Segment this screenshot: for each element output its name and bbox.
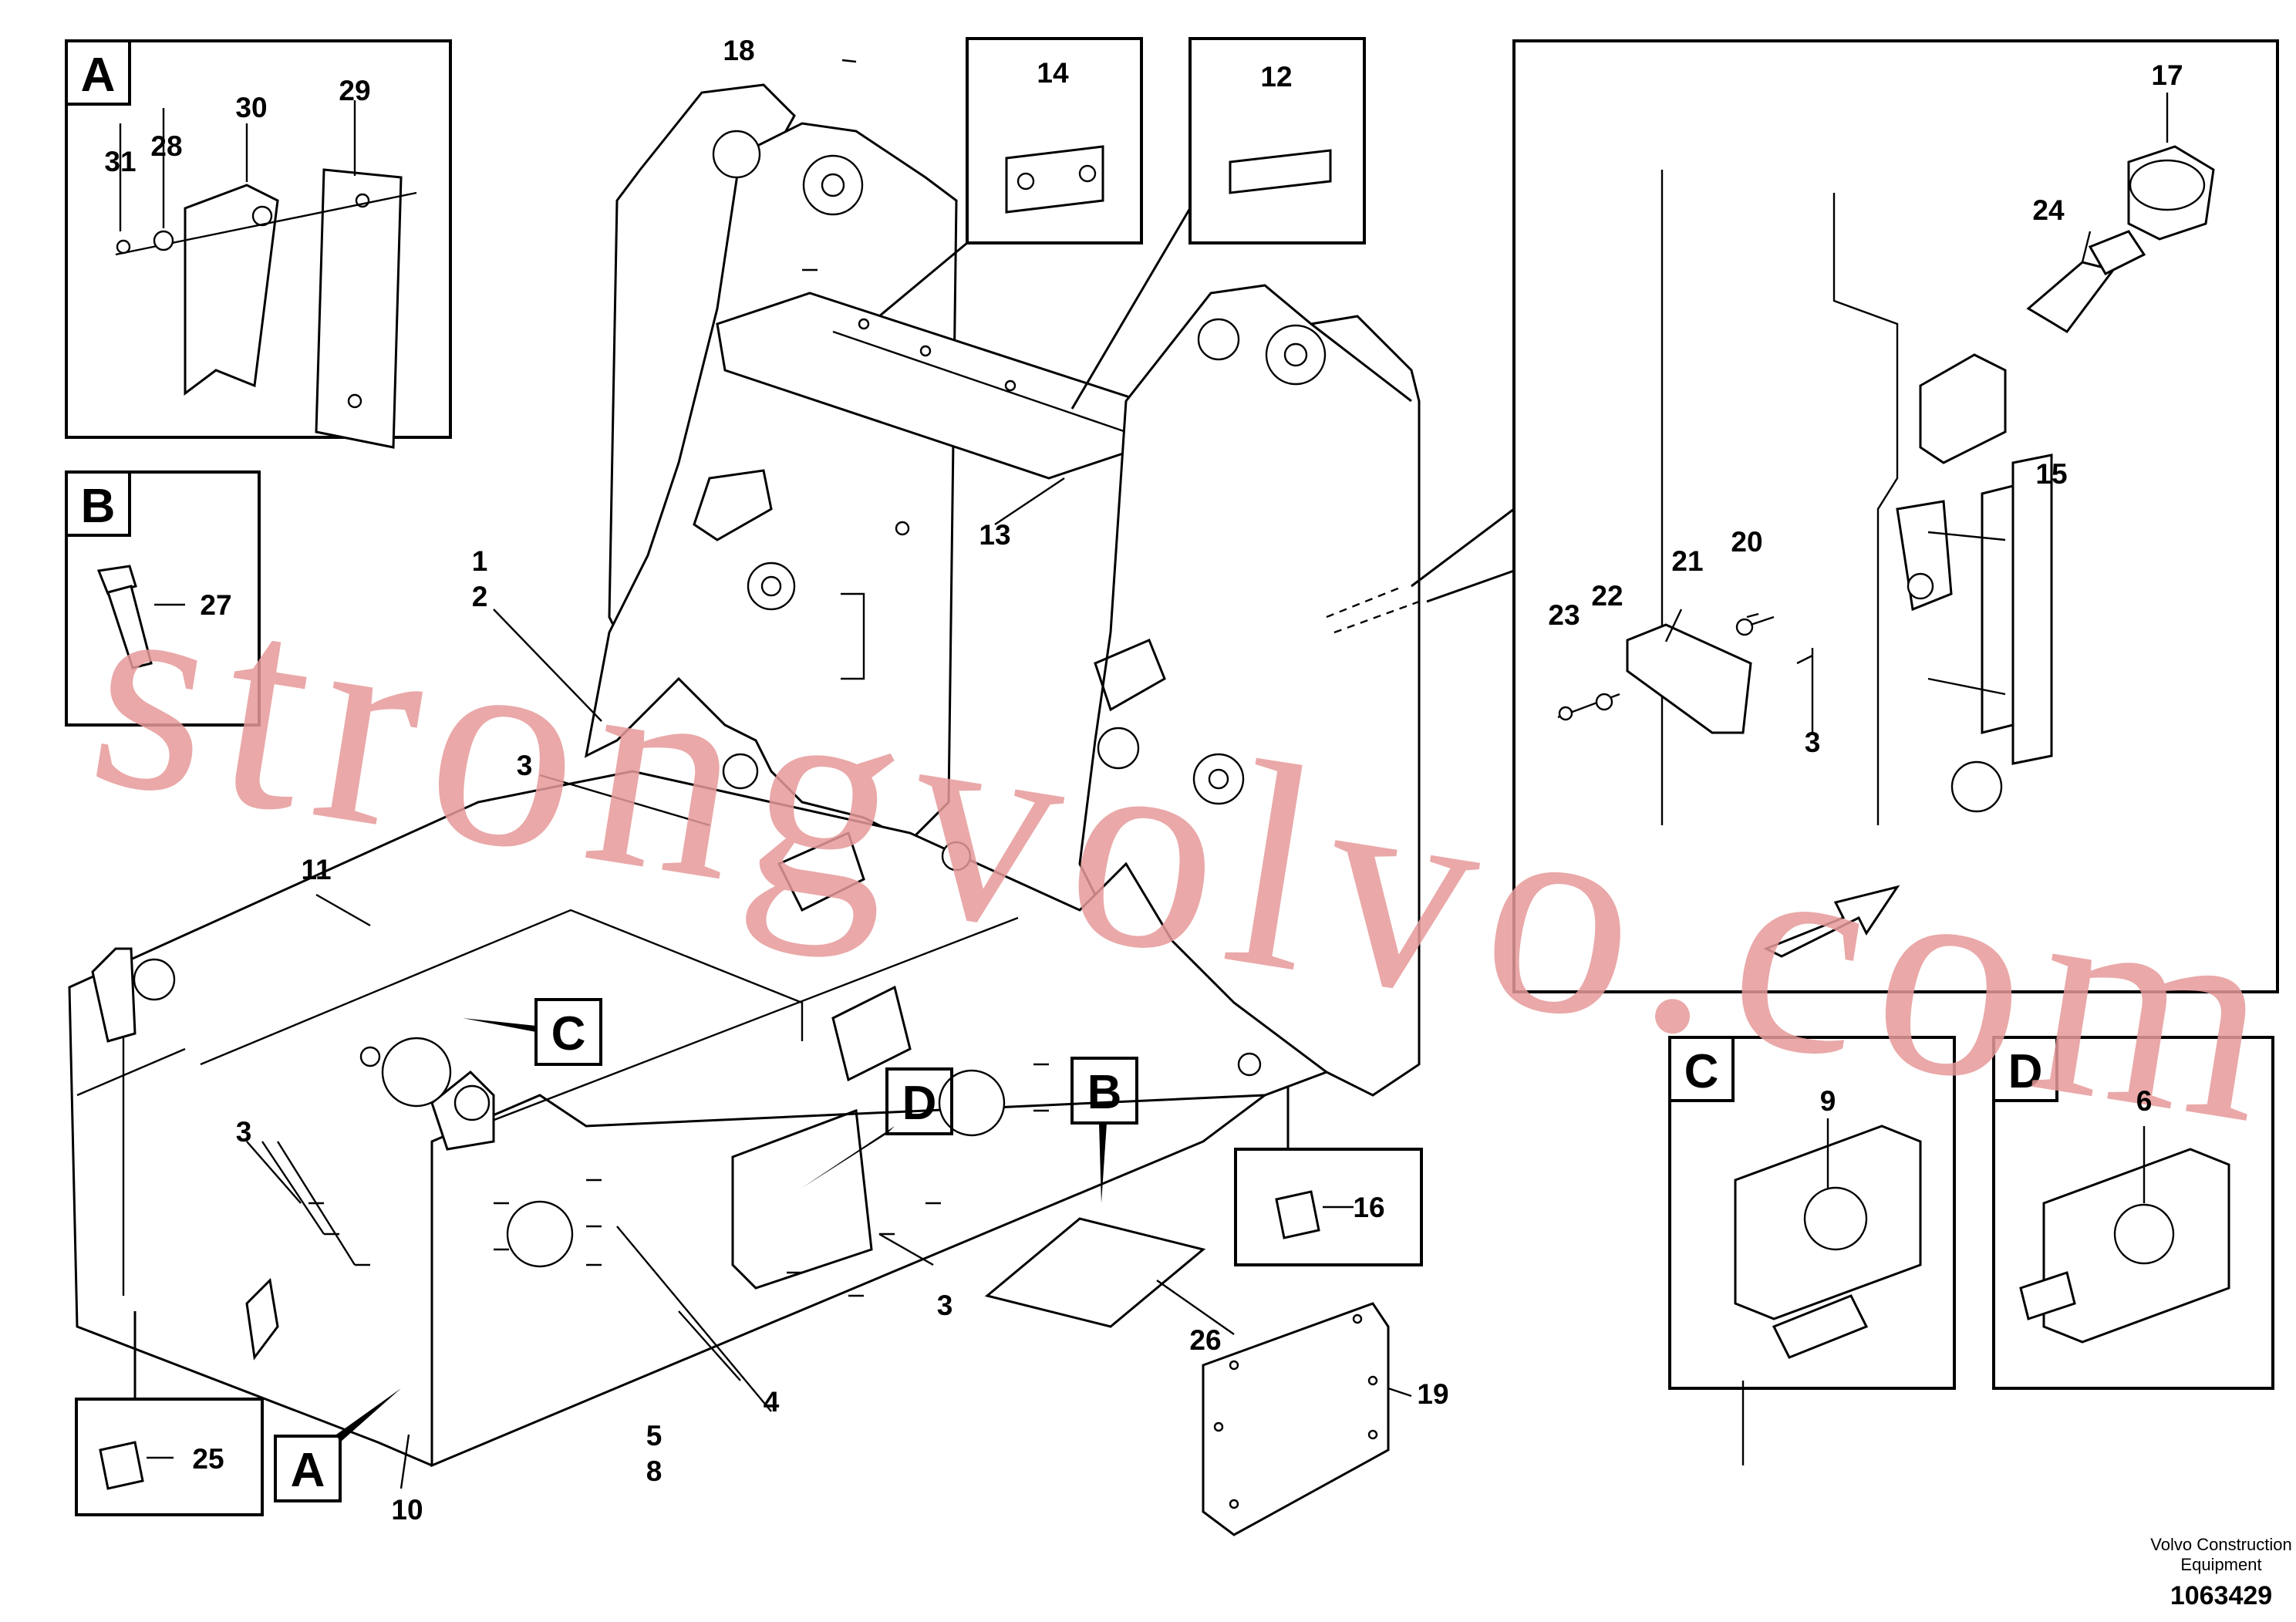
callout-23: 23 <box>1548 599 1580 631</box>
inset-c: C <box>1668 1036 1956 1390</box>
inset-c-letter: C <box>1684 1045 1719 1098</box>
callout-29: 29 <box>339 75 370 106</box>
callout-8: 8 <box>646 1455 663 1487</box>
ref-box-d: D <box>802 1067 953 1188</box>
footer-company-line2: Equipment <box>2180 1555 2261 1574</box>
callout-26: 26 <box>1189 1324 1221 1356</box>
callout-15: 15 <box>2035 458 2067 490</box>
callout-31: 31 <box>104 146 136 177</box>
footer-company-line1: Volvo Construction <box>2150 1535 2291 1554</box>
inset-a: A <box>65 39 452 449</box>
footer: Volvo Construction Equipment 1063429 <box>2150 1535 2291 1610</box>
document-number: 1063429 <box>2170 1581 2272 1610</box>
ref-letter-b: B <box>1087 1066 1122 1119</box>
callout-3-side: 3 <box>937 1290 953 1321</box>
ref-letter-a: A <box>291 1444 325 1497</box>
main-frame-drawing <box>68 83 1421 1536</box>
callout-labels: 1 2 3 3 3 3 4 5 8 10 11 12 13 14 15 16 1… <box>104 35 2183 1526</box>
callout-16: 16 <box>1353 1192 1384 1223</box>
callout-28: 28 <box>150 130 182 162</box>
callout-10: 10 <box>391 1494 423 1526</box>
detail-inset <box>1411 39 2279 993</box>
ref-box-b: B <box>1070 1057 1138 1203</box>
callout-11: 11 <box>301 854 331 885</box>
callout-13: 13 <box>979 519 1010 551</box>
inset-d: D <box>1992 1036 2274 1390</box>
callout-3-detail: 3 <box>1805 727 1821 758</box>
callout-20: 20 <box>1731 526 1762 558</box>
callout-1: 1 <box>472 545 488 577</box>
callout-6: 6 <box>2136 1085 2153 1117</box>
callout-4: 4 <box>764 1386 780 1418</box>
callout-30: 30 <box>235 92 267 123</box>
inset-16 <box>1234 1088 1423 1266</box>
ref-box-a: A <box>274 1388 401 1502</box>
callout-5: 5 <box>646 1420 663 1452</box>
inset-d-letter: D <box>2008 1045 2043 1098</box>
callout-25: 25 <box>192 1443 224 1475</box>
callout-12: 12 <box>1260 61 1292 93</box>
callout-27: 27 <box>200 589 231 621</box>
callout-19: 19 <box>1417 1378 1448 1410</box>
inset-25 <box>75 1311 264 1516</box>
callout-21: 21 <box>1671 545 1703 577</box>
ref-letter-c: C <box>551 1007 586 1061</box>
callout-24: 24 <box>2032 194 2065 226</box>
callout-22: 22 <box>1591 580 1623 612</box>
leader-lines <box>246 59 2169 1489</box>
callout-3-front: 3 <box>236 1116 252 1148</box>
ref-box-c: C <box>463 998 602 1066</box>
inset-12 <box>1070 37 1366 410</box>
inset-b-letter: B <box>81 480 116 533</box>
callout-17: 17 <box>2151 59 2183 91</box>
callout-2: 2 <box>472 581 488 612</box>
ref-letter-d: D <box>902 1077 937 1130</box>
callout-3-main: 3 <box>517 750 533 781</box>
inset-b: B <box>65 470 261 727</box>
inset-14 <box>878 37 1143 318</box>
callout-14: 14 <box>1037 57 1069 89</box>
callout-18: 18 <box>723 35 754 66</box>
inset-a-letter: A <box>81 49 116 102</box>
callout-9: 9 <box>1820 1085 1836 1117</box>
